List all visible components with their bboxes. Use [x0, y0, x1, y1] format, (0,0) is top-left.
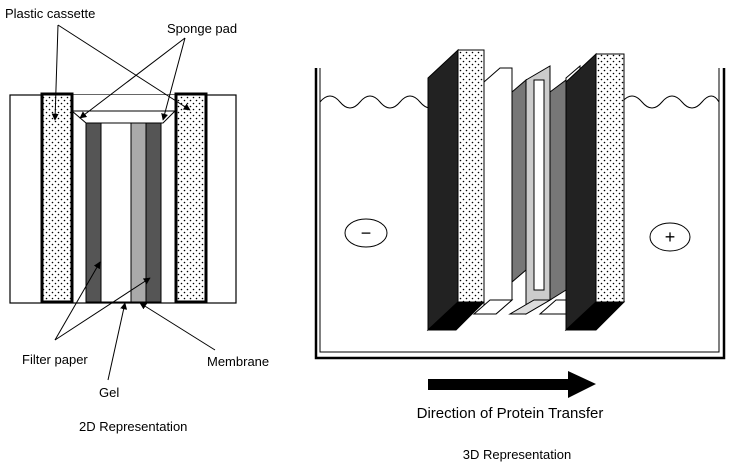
arrow-sponge-left	[79, 37, 186, 119]
label-gel: Gel	[99, 385, 119, 400]
direction-arrow-head	[568, 371, 596, 398]
diagram-3d: − + Direction of Protein Transfer 3D Rep…	[314, 48, 726, 462]
tank-outer-wall	[314, 68, 726, 360]
tank-inner-wall	[319, 68, 720, 353]
positive-electrode	[649, 222, 691, 252]
caption-3d: 3D Representation	[463, 447, 571, 462]
sponge-pad-top	[70, 110, 177, 124]
filter-paper-3d-left	[483, 67, 513, 315]
arrow-filter-right	[54, 277, 151, 341]
diagram-2d: Plastic cassette Sponge pad Filter paper…	[5, 6, 269, 434]
filter-paper-right	[145, 122, 162, 303]
plastic-cassette-right	[174, 92, 208, 304]
direction-arrow-shaft	[428, 379, 570, 390]
water-surface-right	[621, 95, 720, 109]
arrow-gel	[107, 302, 128, 381]
sponge-3d-left	[457, 49, 485, 303]
arrow-cassette-right	[57, 24, 191, 111]
filter-paper-3d-right-dark	[549, 79, 567, 301]
negative-electrode	[344, 218, 388, 248]
filter-paper-left	[85, 122, 102, 303]
negative-electrode-symbol: −	[361, 223, 372, 243]
gel-3d	[511, 78, 527, 284]
filter-paper-3d-left-base	[472, 299, 514, 315]
cassette-3d-right	[565, 52, 597, 332]
sponge-3d-right	[595, 53, 625, 303]
caption-2d: 2D Representation	[79, 419, 187, 434]
cassette-3d-left	[427, 48, 459, 332]
top-notch	[71, 95, 175, 111]
water-surface-left	[319, 95, 441, 109]
arrow-sponge-right	[161, 37, 186, 121]
arrow-filter-left	[54, 261, 101, 341]
arrow-membrane	[139, 302, 216, 351]
label-filter-paper: Filter paper	[22, 352, 88, 367]
gel-2d	[100, 122, 132, 303]
membrane-3d-face	[533, 79, 545, 291]
label-plastic-cassette: Plastic cassette	[5, 6, 95, 21]
plastic-cassette-left	[40, 92, 74, 304]
label-direction: Direction of Protein Transfer	[417, 405, 604, 422]
arrow-cassette-left	[51, 24, 59, 121]
label-sponge-pad: Sponge pad	[167, 21, 237, 36]
label-membrane: Membrane	[207, 354, 269, 369]
positive-electrode-symbol: +	[665, 227, 676, 247]
membrane-2d	[130, 122, 147, 303]
